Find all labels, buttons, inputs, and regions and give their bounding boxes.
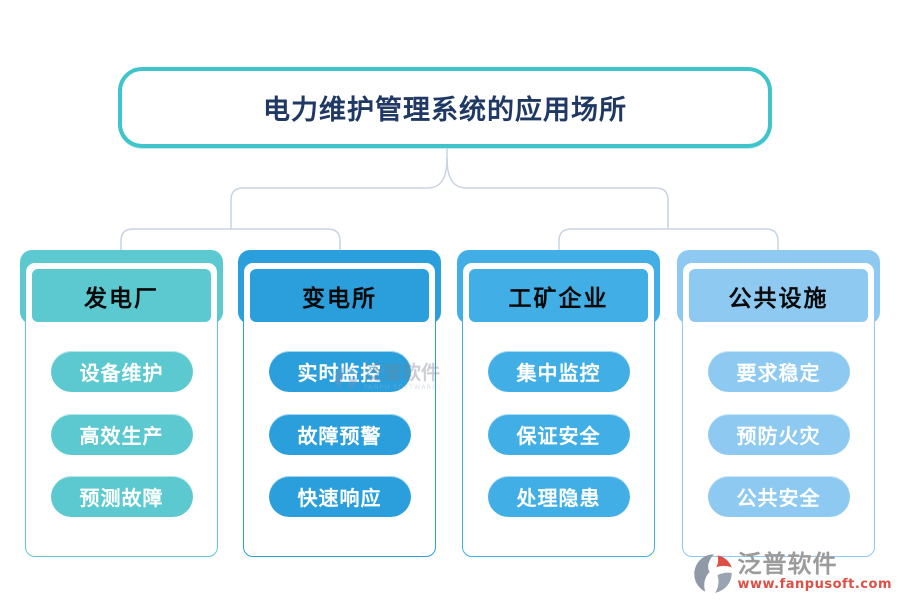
item-pill: 公共安全 [707,476,850,517]
diagram-title: 电力维护管理系统的应用场所 [263,95,627,126]
item-pill: 预防火灾 [707,414,850,455]
item-pill: 处理隐患 [487,476,630,517]
item-pill: 快速响应 [268,476,411,517]
item-pill: 保证安全 [487,414,630,455]
item-label: 预防火灾 [736,424,821,448]
item-pill: 故障预警 [268,414,411,455]
item-pill: 实时监控 [268,351,411,392]
item-label: 故障预警 [297,424,382,448]
footer-brand-block: 泛普软件 www.fanpusoft.com [691,549,892,595]
item-pill: 要求稳定 [707,351,850,392]
item-label: 要求稳定 [736,361,821,385]
item-pill: 集中监控 [487,351,630,392]
diagram-title-box: 电力维护管理系统的应用场所 [118,67,772,148]
item-label: 高效生产 [79,424,164,448]
column-header: 工矿企业 [467,267,650,324]
column-card: 工矿企业 集中监控 保证安全 处理隐患 [462,262,655,557]
fanpu-logo-icon [694,554,733,593]
column-title: 工矿企业 [508,284,609,312]
item-label: 实时监控 [297,361,382,385]
column-header: 公共设施 [687,267,870,324]
column-power-plant: 发电厂 设备维护 高效生产 预测故障 [20,250,223,557]
item-label: 预测故障 [79,486,164,510]
item-label: 快速响应 [297,486,382,510]
column-industrial-mining: 工矿企业 集中监控 保证安全 处理隐患 [457,250,660,557]
item-label: 设备维护 [79,361,164,385]
column-card: 公共设施 要求稳定 预防火灾 公共安全 [682,262,875,557]
item-pill: 预测故障 [50,476,193,517]
column-substation: 变电所 实时监控 故障预警 快速响应 [238,250,441,557]
footer-url: www.fanpusoft.com [737,577,892,593]
column-header: 变电所 [248,267,431,324]
item-label: 公共安全 [736,486,821,510]
column-public-facilities: 公共设施 要求稳定 预防火灾 公共安全 [677,250,880,557]
column-title: 发电厂 [84,284,159,312]
footer-brand-name: 泛普软件 [737,549,838,578]
item-pill: 设备维护 [50,351,193,392]
column-title: 变电所 [302,284,377,312]
column-title: 公共设施 [728,284,829,312]
column-card: 变电所 实时监控 故障预警 快速响应 [243,262,436,557]
item-pill: 高效生产 [50,414,193,455]
item-label: 集中监控 [516,361,601,385]
column-card: 发电厂 设备维护 高效生产 预测故障 [25,262,218,557]
column-header: 发电厂 [30,267,213,324]
item-label: 保证安全 [516,424,601,448]
item-label: 处理隐患 [516,486,601,510]
